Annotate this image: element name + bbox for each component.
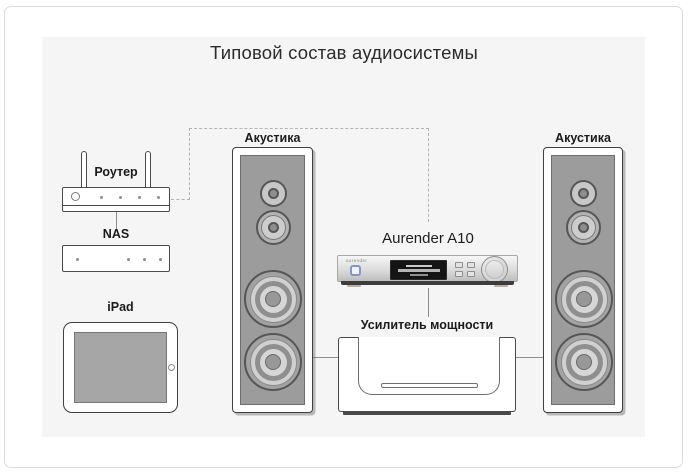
player-display (390, 260, 447, 280)
player-button-icon (455, 262, 463, 268)
woofer-surround (249, 275, 297, 323)
woofer-cap (576, 291, 592, 307)
nas-led-icon (127, 258, 130, 261)
woofer-cone (570, 285, 598, 313)
woofer-cap (265, 354, 281, 370)
connector-router-player-seg2 (189, 128, 190, 200)
speaker-left-baffle (240, 155, 305, 405)
router-panel-line (63, 205, 169, 206)
woofer-cap (576, 354, 592, 370)
woofer-surround (560, 275, 608, 323)
speaker-left (232, 147, 313, 413)
amplifier-base (343, 411, 511, 415)
woofer-driver (555, 270, 613, 328)
ipad-home-button-icon (168, 364, 175, 371)
woofer-surround (560, 338, 608, 386)
connector-router-player-seg3 (189, 128, 429, 129)
router-led-icon (100, 196, 103, 199)
connector-router-player-seg4 (428, 128, 429, 222)
amplifier-vent-slot (381, 383, 478, 388)
midrange-driver (566, 210, 601, 245)
tweeter-driver (570, 180, 597, 207)
ipad-screen (74, 332, 167, 403)
player-foot (347, 285, 361, 287)
speaker-right-baffle (551, 155, 615, 405)
player-device: aurender (337, 255, 518, 283)
woofer-driver (244, 270, 302, 328)
player-button-icon (455, 271, 463, 277)
display-text-line (397, 268, 440, 272)
woofer-cone (570, 348, 598, 376)
player-label: Aurender A10 (382, 230, 474, 247)
woofer-ring (565, 280, 603, 318)
midrange-cone (261, 215, 286, 240)
midrange-driver (256, 210, 291, 245)
woofer-driver (244, 333, 302, 391)
woofer-driver (555, 333, 613, 391)
display-text-line (409, 273, 428, 276)
amplifier-device (338, 337, 516, 412)
volume-knob-ring (485, 260, 504, 279)
nas-device (62, 245, 170, 272)
player-base (341, 281, 514, 285)
router-led-icon (138, 196, 141, 199)
router-device (62, 187, 170, 212)
tweeter-dome (578, 188, 589, 199)
midrange-dome (268, 222, 279, 233)
woofer-ring (254, 280, 292, 318)
nas-led-icon (143, 258, 146, 261)
router-power-led-icon (71, 192, 80, 201)
nas-label: NAS (102, 227, 130, 241)
speaker-right-label: Акустика (555, 131, 611, 145)
router-led-icon (157, 196, 160, 199)
player-button-grid (455, 262, 475, 277)
router-led-icon (119, 196, 122, 199)
ipad-label: iPad (107, 300, 134, 314)
woofer-ring (254, 343, 292, 381)
woofer-surround (249, 338, 297, 386)
amplifier-label: Усилитель мощности (360, 318, 494, 332)
aurender-logo-icon (350, 265, 361, 276)
woofer-cone (259, 285, 287, 313)
connector-player-amplifier (428, 288, 429, 317)
player-foot (494, 285, 508, 287)
display-text-line (405, 264, 432, 267)
connector-amplifier-speaker-left (313, 357, 338, 358)
player-button-icon (467, 271, 475, 277)
ipad-device (63, 322, 178, 413)
speaker-right (543, 147, 623, 413)
woofer-ring (565, 343, 603, 381)
connector-router-player-seg1 (171, 199, 190, 200)
tweeter-dome (268, 188, 279, 199)
speaker-left-label: Акустика (244, 131, 301, 145)
connector-amplifier-speaker-right (516, 357, 543, 358)
router-label: Роутер (94, 165, 138, 179)
page-title: Типовой состав аудиосистемы (210, 42, 478, 63)
nas-led-icon (159, 258, 162, 261)
nas-led-icon (76, 258, 79, 261)
tweeter-driver (260, 180, 287, 207)
player-button-icon (467, 262, 475, 268)
midrange-dome (578, 222, 589, 233)
woofer-cap (265, 291, 281, 307)
midrange-cone (571, 215, 596, 240)
woofer-cone (259, 348, 287, 376)
player-brand-text: aurender (346, 258, 368, 263)
connector-router-nas (116, 212, 117, 229)
volume-knob-icon (481, 256, 508, 283)
